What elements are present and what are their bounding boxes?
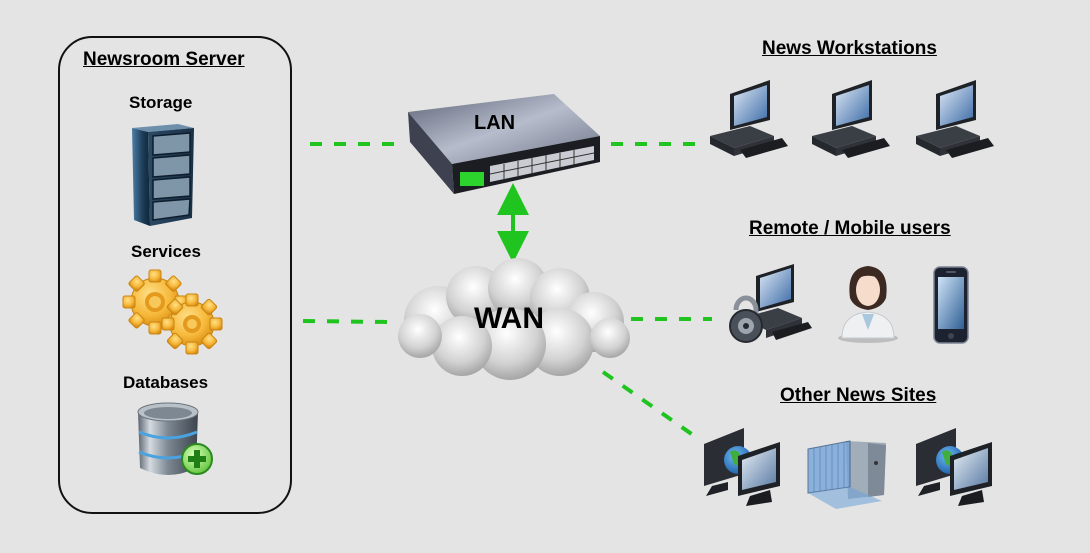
user-woman-icon[interactable] [836, 264, 900, 344]
smartphone-icon[interactable] [930, 265, 974, 345]
desktop-computer-icon[interactable] [806, 80, 890, 160]
secure-computer-icon[interactable] [728, 264, 812, 346]
lan-label: LAN [474, 112, 516, 134]
networked-computers-globe-icon[interactable] [700, 424, 784, 506]
desktop-computer-icon[interactable] [704, 80, 788, 160]
cloud-icon [398, 258, 630, 380]
link-wan-sites [601, 370, 695, 437]
desktop-computer-icon[interactable] [910, 80, 994, 160]
network-switch-icon [408, 94, 600, 194]
networked-computers-globe-icon[interactable] [912, 424, 996, 506]
services-label: Services [131, 242, 201, 261]
storage-label: Storage [129, 93, 193, 112]
server-rack-icon [132, 124, 194, 226]
wan-label: WAN [474, 302, 544, 335]
remote-mobile-users-heading: Remote / Mobile users [749, 218, 951, 239]
virtual-server-icon[interactable] [806, 437, 890, 509]
gears-icon [122, 269, 223, 355]
newsroom-server-group [58, 36, 292, 514]
newsroom-server-heading: Newsroom Server [83, 49, 245, 70]
databases-label: Databases [123, 373, 209, 392]
link-server-wan [302, 319, 389, 324]
database-add-icon [137, 402, 213, 475]
other-news-sites-heading: Other News Sites [780, 385, 937, 406]
news-workstations-heading: News Workstations [762, 38, 937, 59]
